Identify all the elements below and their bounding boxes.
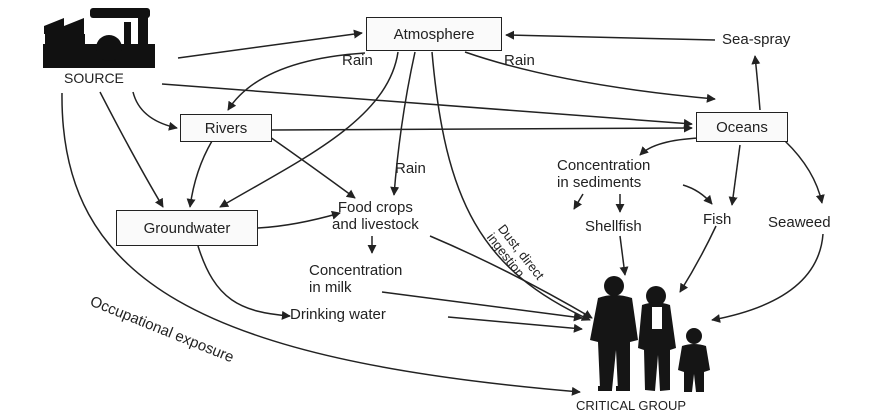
oceans-node: Oceans: [696, 112, 788, 142]
drinking-water-label: Drinking water: [290, 306, 386, 323]
arrow-source-atmosphere: [178, 33, 362, 58]
factory-icon: [43, 8, 155, 68]
seaweed-label: Seaweed: [768, 214, 831, 231]
arrow-oceans-seaspray: [755, 56, 760, 110]
arrow-oceans-sediments: [640, 138, 700, 155]
source-label: SOURCE: [64, 70, 124, 87]
rivers-node: Rivers: [180, 114, 272, 142]
arrow-rivers-groundwater: [190, 141, 212, 207]
arrow-fish-critical-group: [680, 226, 716, 292]
atmosphere-node: Atmosphere: [366, 17, 502, 51]
food-crops-label: Food crops and livestock: [332, 199, 419, 233]
fish-label: Fish: [703, 211, 731, 228]
rain-label-right: Rain: [504, 52, 535, 69]
arrow-oceans-fish: [732, 145, 740, 205]
shellfish-label: Shellfish: [585, 218, 642, 235]
sea-spray-label: Sea-spray: [722, 31, 790, 48]
critical-group-label: CRITICAL GROUP: [576, 397, 686, 414]
arrow-source-rivers: [133, 92, 177, 128]
groundwater-node: Groundwater: [116, 210, 258, 246]
arrow-shellfish-critical-group: [620, 236, 625, 275]
arrow-sediments-left: [574, 194, 583, 209]
rain-label-center: Rain: [395, 160, 426, 177]
arrow-groundwater-food: [258, 213, 340, 228]
arrow-sediments-fish: [683, 185, 712, 204]
rain-label-left: Rain: [342, 52, 373, 69]
family-people-icon: [590, 276, 710, 392]
arrow-rivers-food: [270, 137, 355, 198]
arrow-groundwater-drinking: [198, 246, 290, 316]
arrow-source-groundwater: [100, 92, 163, 207]
arrow-seaweed-critical-group: [712, 234, 823, 320]
arrow-rivers-oceans: [272, 128, 692, 130]
sediments-concentration-label: Concentration in sediments: [557, 157, 650, 191]
arrow-oceans-seaweed: [785, 141, 822, 203]
arrow-atmosphere-oceans: [465, 52, 715, 99]
milk-concentration-label: Concentration in milk: [309, 262, 402, 296]
arrow-seaspray-atmosphere: [506, 35, 715, 40]
arrow-drinking-critical-group: [448, 317, 582, 329]
